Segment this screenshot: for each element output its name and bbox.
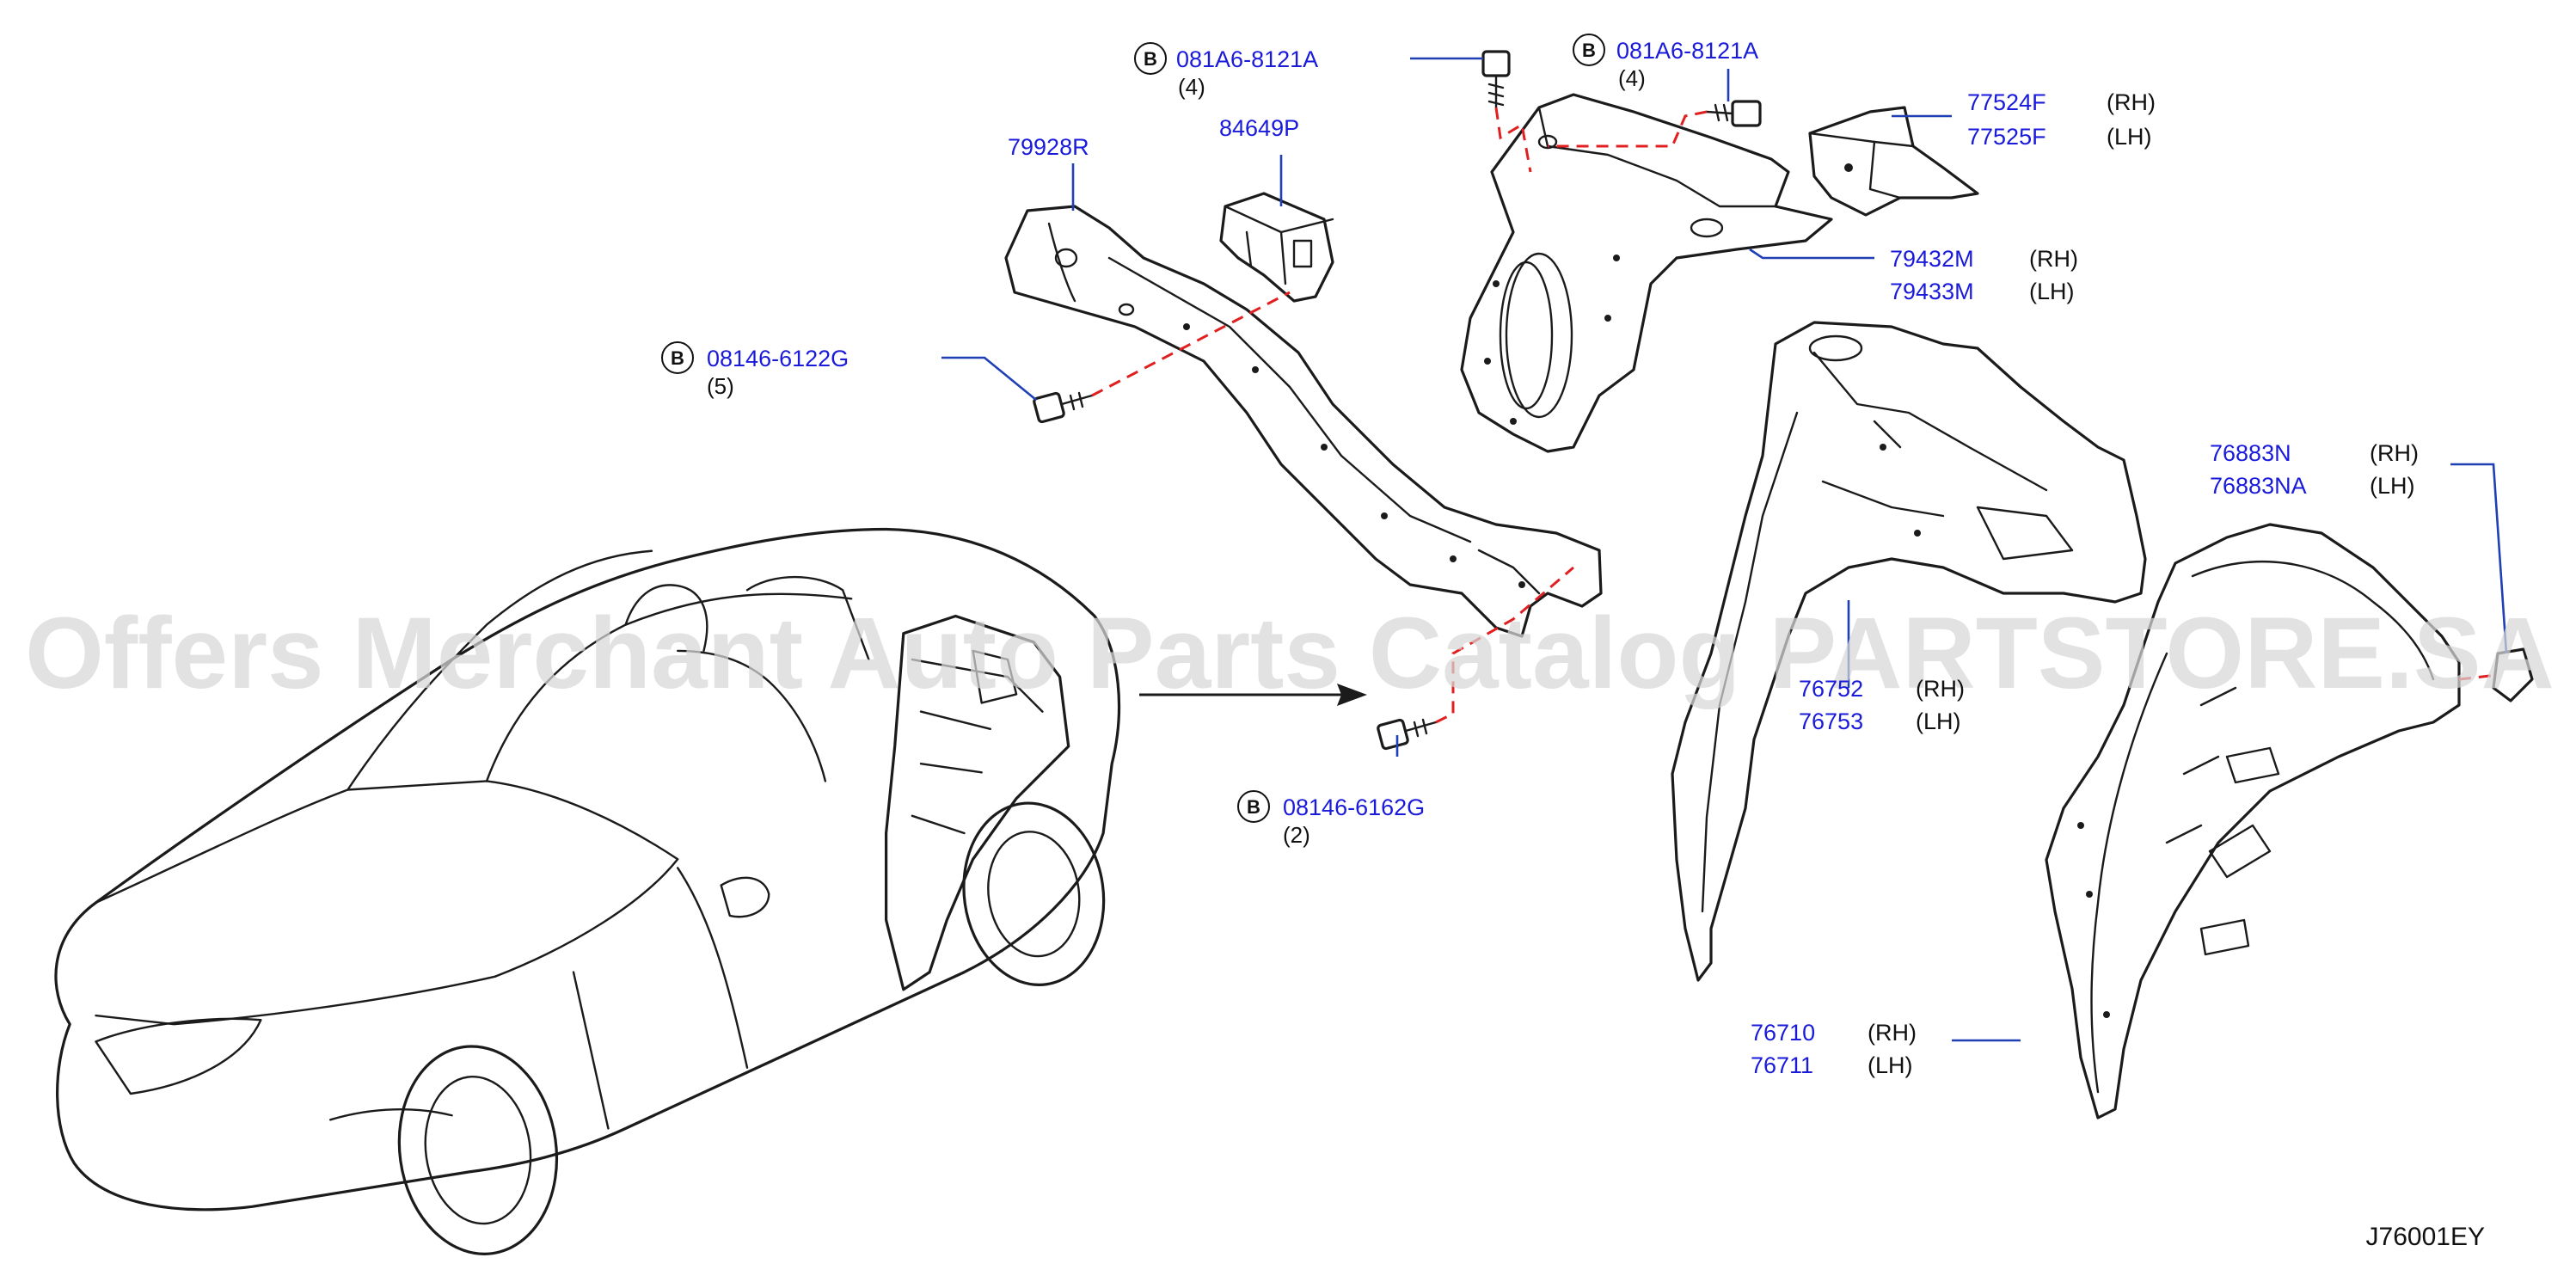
- callout-08146-6122G[interactable]: B 08146-6122G (5): [661, 341, 849, 399]
- bolt-081A6-right: [1705, 100, 1762, 127]
- leader-lines: [941, 57, 2508, 1042]
- bolt-mark: B: [1582, 40, 1596, 61]
- part-number-link-79432M[interactable]: 79432M: [1890, 246, 1974, 272]
- part-number-link-76710[interactable]: 76710: [1751, 1020, 1815, 1046]
- bolt-mark: B: [671, 347, 684, 369]
- callout-081A6-8121A-left[interactable]: B 081A6-8121A (4): [1134, 42, 1318, 100]
- part-77524F-bracket: [1808, 106, 1979, 217]
- part-number-link[interactable]: 08146-6162G: [1283, 794, 1425, 820]
- watermark-text: Offers Merchant Auto Parts Catalog PARTS…: [25, 597, 2555, 710]
- part-number-link[interactable]: 081A6-8121A: [1616, 38, 1758, 64]
- part-number-link-76883N[interactable]: 76883N: [2210, 440, 2291, 466]
- part-number-link-77525F[interactable]: 77525F: [1967, 124, 2046, 150]
- part-number-link-79433M[interactable]: 79433M: [1890, 279, 1974, 304]
- part-number-link[interactable]: 08146-6122G: [707, 346, 849, 371]
- side-label-rh: (RH): [1868, 1020, 1917, 1046]
- bolt-08146-6122G: [1033, 391, 1094, 424]
- pointer-arrow: [1139, 684, 1367, 706]
- car-illustration: [54, 527, 1121, 1255]
- side-label-rh: (RH): [1916, 676, 1965, 702]
- quantity-label: (4): [1618, 65, 1646, 91]
- part-number-link-76883NA[interactable]: 76883NA: [2210, 473, 2307, 499]
- part-76710-wheelhouse: [2045, 523, 2534, 1120]
- quantity-label: (4): [1178, 74, 1205, 100]
- part-number-link-77524F[interactable]: 77524F: [1967, 89, 2046, 115]
- bolt-mark: B: [1144, 48, 1157, 70]
- side-label-rh: (RH): [2029, 246, 2078, 272]
- side-label-rh: (RH): [2370, 440, 2419, 466]
- callout-081A6-8121A-right[interactable]: B 081A6-8121A (4): [1573, 34, 1758, 91]
- part-number-link-76753[interactable]: 76753: [1799, 709, 1863, 734]
- side-label-rh: (RH): [2107, 89, 2156, 115]
- callout-77524F-77525F[interactable]: 77524F (RH) 77525F (LH): [1967, 89, 2156, 150]
- side-label-lh: (LH): [2107, 124, 2152, 150]
- side-label-lh: (LH): [1916, 709, 1961, 734]
- callout-08146-6162G[interactable]: B 08146-6162G (2): [1237, 790, 1425, 848]
- fitment-lines: [1091, 107, 2499, 724]
- part-number-link[interactable]: 081A6-8121A: [1176, 46, 1318, 72]
- callout-76883N-76883NA[interactable]: 76883N (RH) 76883NA (LH): [2210, 440, 2419, 499]
- quantity-label: (2): [1283, 822, 1310, 848]
- part-79432M-panel: [1460, 93, 1833, 453]
- quantity-label: (5): [707, 373, 734, 399]
- part-number-link-76752[interactable]: 76752: [1799, 676, 1863, 702]
- callout-76752-76753[interactable]: 76752 (RH) 76753 (LH): [1799, 676, 1965, 734]
- callout-76710-76711[interactable]: 76710 (RH) 76711 (LH): [1751, 1020, 1917, 1078]
- part-number-link-79928R[interactable]: 79928R: [1008, 134, 1089, 160]
- diagram-code: J76001EY: [2366, 1223, 2485, 1251]
- part-number-link-76711[interactable]: 76711: [1751, 1052, 1813, 1078]
- part-79928R-rail: [1004, 205, 1603, 638]
- side-label-lh: (LH): [1868, 1052, 1913, 1078]
- bolt-mark: B: [1247, 796, 1260, 818]
- callout-79432M-79433M[interactable]: 79432M (RH) 79433M (LH): [1890, 246, 2078, 304]
- side-label-lh: (LH): [2370, 473, 2415, 499]
- part-84649P-bracket: [1219, 192, 1334, 303]
- part-number-link-84649P[interactable]: 84649P: [1219, 115, 1299, 141]
- bolt-081A6-left: [1481, 50, 1511, 109]
- bolt-08146-6162G: [1377, 718, 1438, 751]
- part-76752-inner-panel: [1671, 321, 2147, 982]
- side-label-lh: (LH): [2029, 279, 2075, 304]
